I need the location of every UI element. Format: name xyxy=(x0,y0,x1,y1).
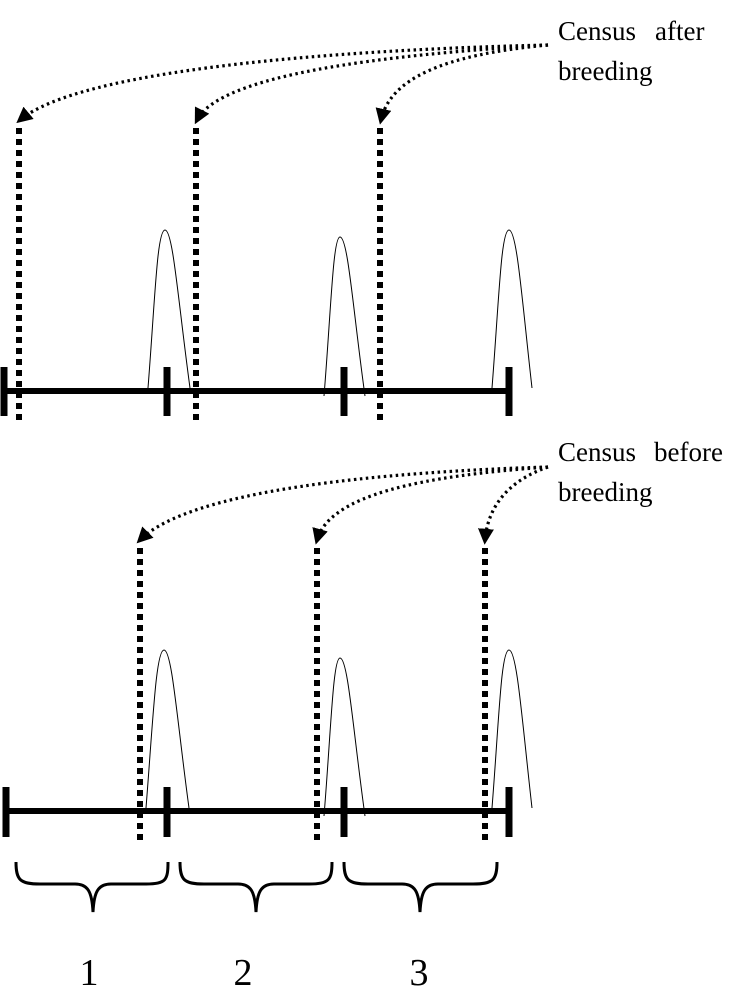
breeding-pulse-after-3 xyxy=(491,229,533,389)
pointer-arrow-after-2 xyxy=(194,43,549,125)
census-after-word-3: breeding xyxy=(558,56,652,86)
period-brace-2 xyxy=(178,861,334,913)
period-brace-1 xyxy=(14,861,170,913)
breeding-pulse-before-3 xyxy=(491,649,533,809)
census-after-word-1: Census xyxy=(558,16,636,46)
panel-census-after-breeding: Census after breeding xyxy=(0,16,711,422)
breeding-pulse-before-1 xyxy=(145,649,190,809)
pointer-arrow-before-2 xyxy=(312,465,549,545)
period-braces xyxy=(14,861,499,913)
breeding-pulse-after-2 xyxy=(323,236,366,397)
census-before-word-1: Census xyxy=(558,437,636,467)
pointer-arrow-before-1 xyxy=(136,465,549,544)
period-label-1: 1 xyxy=(80,952,99,994)
census-before-label: Census before breeding xyxy=(558,437,730,507)
pointer-arrow-after-1 xyxy=(16,43,549,124)
breeding-pulse-before-2 xyxy=(323,657,366,817)
pointer-arrow-after-3 xyxy=(375,43,549,125)
period-label-2: 2 xyxy=(234,952,253,994)
pointer-arrow-before-3 xyxy=(477,465,549,545)
census-after-word-2: after xyxy=(655,16,704,46)
period-labels: 1 2 3 xyxy=(80,952,429,994)
period-brace-3 xyxy=(342,861,499,913)
panel-census-before-breeding: Census before breeding xyxy=(2,437,730,842)
census-before-word-2: before xyxy=(654,437,723,467)
period-label-3: 3 xyxy=(410,952,429,994)
census-after-label: Census after breeding xyxy=(558,16,711,86)
breeding-pulse-after-1 xyxy=(147,229,191,389)
census-before-word-3: breeding xyxy=(558,477,652,507)
